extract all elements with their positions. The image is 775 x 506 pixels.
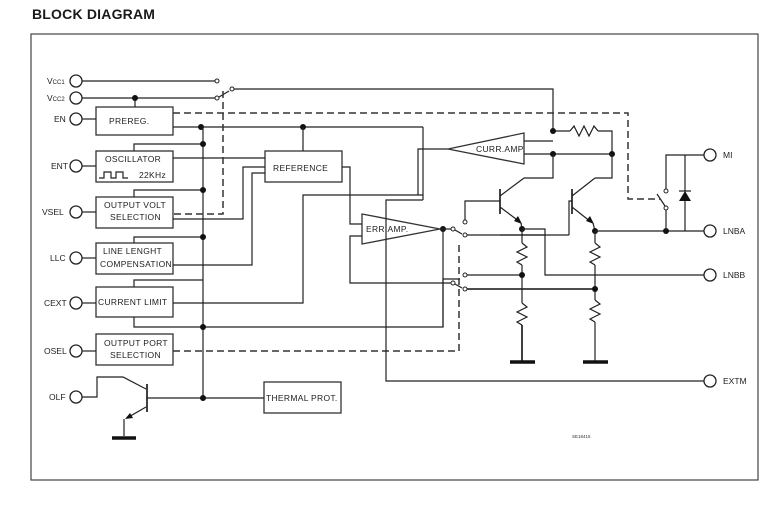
block-reference: REFERENCE — [264, 150, 343, 183]
pin-circle-cext — [69, 296, 83, 310]
resistor-a1-icon — [515, 242, 529, 266]
pin-circle-mi — [703, 148, 717, 162]
block-thermal-prot-label: THERMAL PROT. — [266, 393, 338, 403]
block-current-limit-label: CURRENT LIMIT — [98, 297, 167, 307]
lnba-output-network — [595, 154, 704, 234]
block-oscillator-label: OSCILLATOR — [105, 154, 161, 164]
pin-label-cext: CEXT — [44, 298, 67, 308]
diagram-title: BLOCK DIAGRAM — [32, 6, 156, 22]
pin-label-mi: MI — [723, 150, 732, 160]
pin-osel: OSEL — [44, 344, 83, 358]
pin-label-vcc2: VCC2 — [47, 93, 65, 103]
pin-circle-lnba — [703, 224, 717, 238]
switch-contact-vcc1 — [214, 78, 220, 84]
pin-label-olf: OLF — [49, 392, 66, 402]
pin-lnbb: LNBB — [703, 268, 746, 282]
block-output-volt-selection: OUTPUT VOLT SELECTION — [95, 196, 174, 229]
current-limit-wires — [133, 194, 460, 330]
curr-amp-label: CURR.AMP. — [476, 144, 525, 154]
block-line-length-label-1: LINE LENGHT — [103, 246, 162, 256]
pin-vsel: VSEL — [42, 205, 83, 219]
block-line-length-label-2: COMPENSATION — [100, 259, 172, 269]
pin-cext: CEXT — [44, 296, 83, 310]
pass-transistor-b — [500, 177, 598, 236]
pin-mi: MI — [703, 148, 732, 162]
pin-circle-olf — [69, 390, 83, 404]
block-reference-label: REFERENCE — [273, 163, 328, 173]
pin-circle-llc — [69, 251, 83, 265]
internal-supply-bus — [133, 124, 424, 400]
pin-llc: LLC — [50, 251, 83, 265]
err-amp-label: ERR.AMP. — [366, 224, 408, 234]
mi-switch-contact — [663, 205, 669, 211]
output-switch-b — [450, 272, 595, 292]
block-line-length-compensation: LINE LENGHT COMPENSATION — [95, 242, 174, 275]
vcc-supply-switch — [82, 78, 554, 131]
pin-circle-vcc1 — [69, 74, 83, 88]
pin-label-lnba: LNBA — [723, 226, 746, 236]
figure-code: SE18415 — [572, 434, 591, 439]
pin-label-osel: OSEL — [44, 346, 67, 356]
resistor-b1-icon — [588, 242, 602, 266]
block-output-volt-label-2: SELECTION — [110, 212, 161, 222]
block-output-volt-label-1: OUTPUT VOLT — [104, 200, 166, 210]
resistor-b2-icon — [588, 299, 602, 323]
pin-circle-vsel — [69, 205, 83, 219]
diagram-frame — [30, 33, 759, 481]
block-oscillator-freq: 22KHz — [139, 170, 166, 180]
pin-ent: ENT — [51, 159, 83, 173]
pin-label-vsel: VSEL — [42, 207, 64, 217]
switch-contact-common — [229, 86, 235, 92]
mi-switch-blade — [656, 193, 666, 207]
olf-transistor — [82, 376, 264, 440]
pin-label-en: EN — [54, 114, 66, 124]
reference-inputs — [173, 157, 364, 266]
extm-line — [385, 199, 704, 382]
switch-blade — [218, 90, 230, 98]
err-amp: ERR.AMP. — [349, 213, 451, 327]
block-prereg: PREREG. — [95, 106, 174, 136]
block-output-port-label-1: OUTPUT PORT — [104, 338, 168, 348]
pin-stubs — [82, 118, 96, 352]
output-switch-a — [450, 200, 545, 238]
diode-icon — [679, 191, 691, 201]
pin-label-lnbb: LNBB — [723, 270, 746, 280]
pin-label-llc: LLC — [50, 253, 66, 263]
pin-label-ent: ENT — [51, 161, 68, 171]
block-prereg-label: PREREG. — [109, 116, 149, 126]
pin-circle-vcc2 — [69, 91, 83, 105]
pin-vcc1: VCC1 — [47, 74, 83, 88]
pin-vcc2: VCC2 — [47, 91, 83, 105]
block-oscillator: OSCILLATOR 22KHz — [95, 150, 174, 183]
pin-extm: EXTM — [703, 374, 747, 388]
pin-circle-extm — [703, 374, 717, 388]
pin-circle-ent — [69, 159, 83, 173]
switch-contact-vcc2 — [214, 95, 220, 101]
resistor-a2-icon — [515, 302, 529, 326]
block-output-port-selection: OUTPUT PORT SELECTION — [95, 333, 174, 366]
block-thermal-prot: THERMAL PROT. — [263, 381, 342, 414]
pin-circle-en — [69, 112, 83, 126]
pin-circle-osel — [69, 344, 83, 358]
square-wave-icon — [99, 171, 128, 179]
block-current-limit: CURRENT LIMIT — [95, 286, 174, 318]
pin-olf: OLF — [49, 390, 83, 404]
pin-label-vcc1: VCC1 — [47, 76, 65, 86]
pin-circle-lnbb — [703, 268, 717, 282]
sense-resistor-icon — [569, 124, 599, 138]
sense-network — [524, 124, 615, 179]
control-dashed-lines — [173, 91, 660, 352]
curr-amp: CURR.AMP. — [417, 132, 553, 195]
divider-b — [583, 231, 608, 364]
divider-a — [510, 229, 535, 364]
block-output-port-label-2: SELECTION — [110, 350, 161, 360]
pin-label-extm: EXTM — [723, 376, 747, 386]
pin-lnba: LNBA — [703, 224, 746, 238]
pin-en: EN — [54, 112, 83, 126]
pass-transistor-a — [499, 177, 710, 276]
